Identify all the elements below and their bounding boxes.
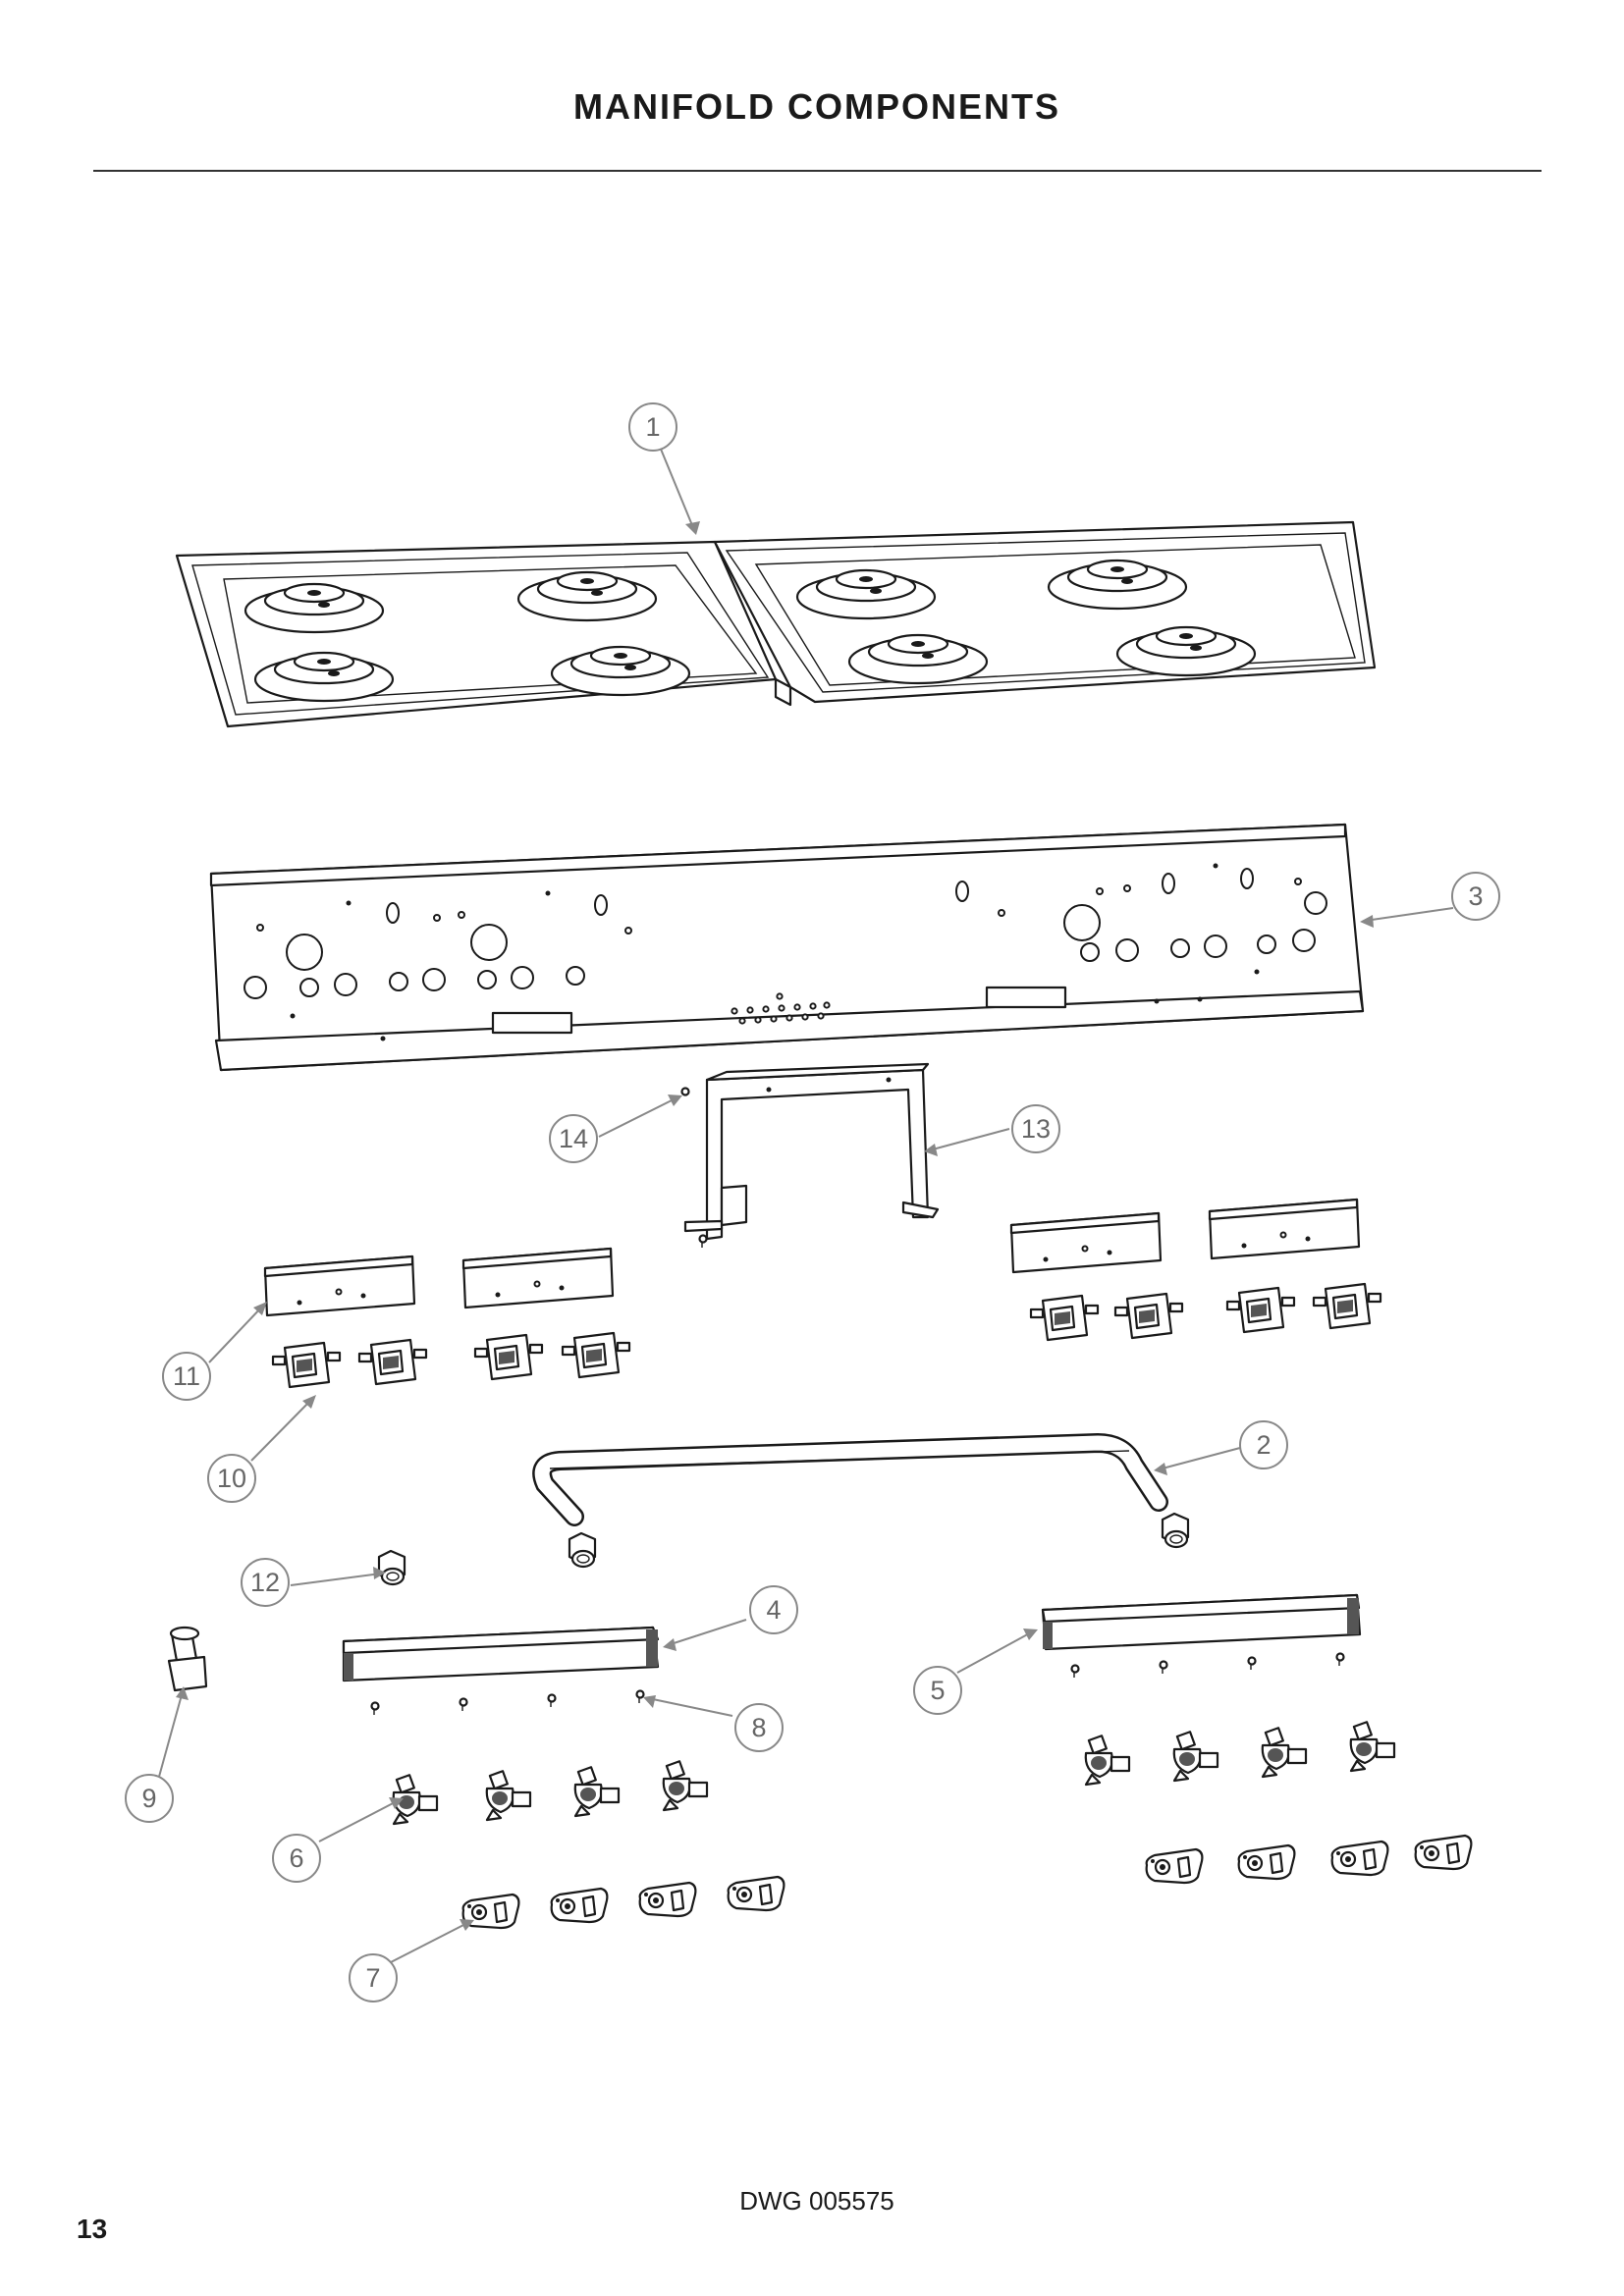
callout-11: 11 xyxy=(162,1352,211,1401)
title-divider xyxy=(93,170,1542,172)
part-2-gas-manifold-pipe xyxy=(532,1432,1190,1569)
svg-text:11: 11 xyxy=(173,1362,200,1391)
callout-8: 8 xyxy=(734,1703,784,1752)
part-6-taps xyxy=(392,1721,1396,1826)
part-3-manifold-panel xyxy=(209,823,1365,1072)
part-7-orifices xyxy=(461,1834,1473,1930)
callout-4: 4 xyxy=(749,1585,798,1634)
svg-text:12: 12 xyxy=(250,1568,280,1597)
callout-3: 3 xyxy=(1451,872,1500,921)
svg-text:8: 8 xyxy=(751,1713,766,1742)
svg-text:2: 2 xyxy=(1256,1430,1271,1460)
callout-5: 5 xyxy=(913,1666,962,1715)
svg-text:4: 4 xyxy=(766,1595,781,1625)
part-1-cooktop-trays xyxy=(175,520,1377,728)
part-12-nut xyxy=(377,1549,406,1586)
svg-text:5: 5 xyxy=(930,1676,945,1705)
drawing-number: DWG 005575 xyxy=(739,2186,894,2216)
part-5-rail xyxy=(1041,1593,1362,1651)
callout-1: 1 xyxy=(628,402,677,452)
part-4-rail xyxy=(342,1626,660,1682)
page-title: MANIFOLD COMPONENTS xyxy=(573,86,1060,127)
callout-10: 10 xyxy=(207,1454,256,1503)
callout-14: 14 xyxy=(549,1114,598,1163)
part-13-support-bracket xyxy=(683,1062,940,1241)
callout-7: 7 xyxy=(349,1953,398,2002)
callout-13: 13 xyxy=(1011,1104,1060,1153)
svg-text:6: 6 xyxy=(289,1843,303,1873)
svg-text:1: 1 xyxy=(645,412,660,442)
part-9-fitting xyxy=(167,1626,208,1692)
svg-text:13: 13 xyxy=(1021,1114,1051,1144)
svg-text:7: 7 xyxy=(365,1963,380,1993)
callout-2: 2 xyxy=(1239,1420,1288,1469)
svg-text:14: 14 xyxy=(559,1124,588,1153)
svg-text:10: 10 xyxy=(217,1464,246,1493)
part-14-screw xyxy=(680,1087,708,1250)
leader-lines xyxy=(158,446,1454,1964)
callout-9: 9 xyxy=(125,1774,174,1823)
callout-6: 6 xyxy=(272,1834,321,1883)
part-11-brackets xyxy=(263,1198,1361,1317)
page-number: 13 xyxy=(77,2214,108,2244)
part-10-valves xyxy=(271,1282,1382,1389)
callout-12: 12 xyxy=(241,1558,290,1607)
svg-text:3: 3 xyxy=(1468,881,1483,911)
svg-text:9: 9 xyxy=(141,1784,156,1813)
